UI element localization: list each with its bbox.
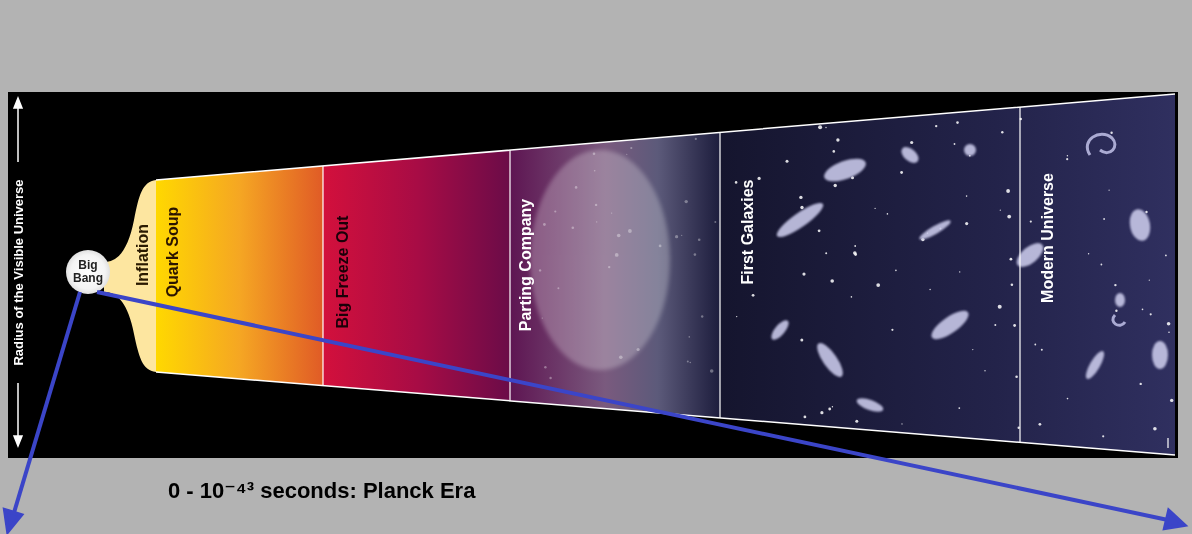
era-label: Quark Soup [164,207,182,298]
era-band: Big Freeze Out [330,200,356,344]
node-label: Big Bang [68,259,108,285]
era-label: First Galaxies [739,180,757,285]
era-band: First Galaxies [735,160,761,304]
era-band: Quark Soup [160,190,186,314]
era-label: Modern Universe [1039,173,1057,303]
era-band: Modern Universe [1035,160,1061,316]
era-label: Inflation [134,224,152,286]
big-bang-circle: Big Bang [66,250,110,294]
era-label: Big Freeze Out [334,216,352,329]
era-label: Parting Company [517,199,535,331]
axis-label: Radius of the Visible Universe [11,179,26,365]
era-band: Inflation [131,200,155,310]
era-band: Parting Company [513,180,539,350]
caption: 0 - 10⁻⁴³ seconds: Planck Era [168,478,475,504]
